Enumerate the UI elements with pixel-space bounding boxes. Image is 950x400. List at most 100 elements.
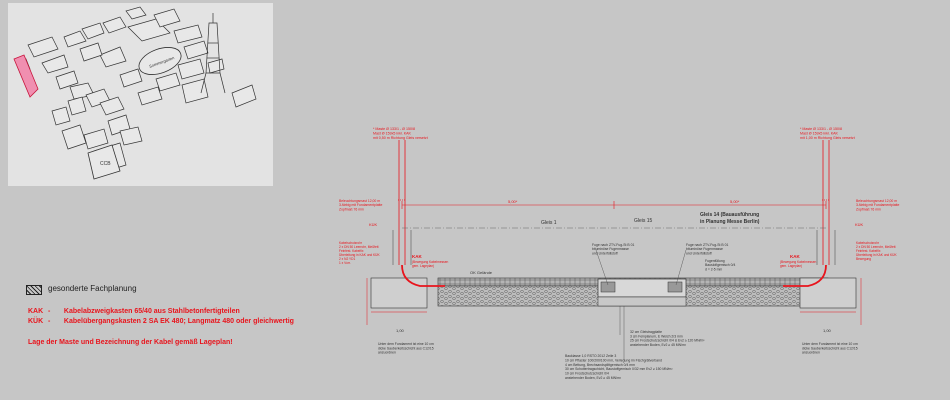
text-line: dicke Sauberkeitsschicht aus C12/15 <box>378 346 434 350</box>
text-line: Kabelschutzrohr <box>856 241 880 245</box>
cable-left <box>401 264 445 287</box>
kak-left-title: KAK <box>412 254 422 259</box>
text-line: Feinfest. Kabelfix <box>856 249 881 253</box>
ccb-building <box>87 144 121 180</box>
text-line: 30 cm Schottertragschicht, Baustoffgemis… <box>565 367 673 371</box>
dimension-left-label: 5,00* <box>508 199 518 204</box>
arena-shape <box>138 47 182 75</box>
text-line: Mast Ø 159x5 inkl. KAK <box>800 132 839 136</box>
text-line: 3-färbig mit Fundamentplatte <box>856 203 899 207</box>
text-line: Beleuchtungsmast 12,00 m <box>856 199 897 203</box>
kuk-left-label: KÜK <box>369 222 378 227</box>
text-line: * Maste Ø 133/1 - Ø 150/8 <box>373 127 415 131</box>
text-line: Überleitung in KAK und KÜK <box>339 253 380 257</box>
rail-right <box>667 281 683 293</box>
legend-entry-kuk: KÜK - Kabelübergangskasten 2 SA EK 480; … <box>28 318 294 325</box>
right-foundation <box>799 277 857 309</box>
radio-tower-shape <box>200 13 226 94</box>
site-plan-inset: Sommergarten CCB <box>8 3 273 186</box>
text-line: Bauklasse 1,0 RSTO 2012 Zeile 3 <box>565 354 616 358</box>
text-line: mit 1,00 m Richtung Gleis versetzt <box>800 136 855 140</box>
ok-ground-label: OK Gelände <box>470 270 493 275</box>
text-line: dicke Sauberkeitsschicht aus C12/15 <box>802 346 858 350</box>
track-1-label: Gleis 1 <box>541 220 557 226</box>
track-15-label: Gleis 15 <box>634 218 653 224</box>
text-line: Bauslofigemisch 0/4 <box>705 263 735 267</box>
text-line: (Bewegung Kabelmessen <box>412 260 449 264</box>
legend-dash: - <box>47 318 51 325</box>
text-line: bituminöse Fugenmasse <box>686 247 723 251</box>
dimension-right-label: 5,00* <box>730 199 740 204</box>
text-line: 1 x Vorr. <box>339 261 351 265</box>
text-line: anzuordnen <box>802 351 820 355</box>
foundation-dims <box>366 278 862 325</box>
legend-code: KAK <box>28 308 44 315</box>
text-line: Feinfest. Kabeifix <box>339 249 364 253</box>
legend-dash: - <box>47 308 51 315</box>
text-line: * Maste Ø 133/1 - Ø 150/8 <box>800 127 842 131</box>
highlighted-area <box>13 54 39 98</box>
text-line: und Unterfüllstoff <box>592 251 618 255</box>
cable-right <box>783 264 827 287</box>
text-line: 2 x DN 50 Leerrohr, Meßfett <box>339 245 379 249</box>
text-line: d = 2-5 mm <box>705 267 722 271</box>
text-line: (Bewegung Kabelmessen <box>780 260 817 264</box>
kak-right-title: KAK <box>790 254 800 259</box>
text-line: Zopfmaß 76 mm <box>339 207 364 211</box>
text-line: mit 0,50 m Richtung Gleis versetzt <box>373 136 428 140</box>
track-14-label-line1: Gleis 14 (Bauausführung <box>700 212 759 218</box>
text-line: gem. Lageplan) <box>412 264 434 268</box>
ccb-label: CCB <box>100 161 111 167</box>
width-left-label: 1,00 <box>396 328 405 333</box>
text-line: 3 cm Feinplanum, E Weich 2/3 mm <box>630 334 683 338</box>
text-line: 10 cm Frostschutzschicht 0/4 <box>565 372 609 376</box>
site-plan-drawing: Sommergarten CCB <box>13 6 257 180</box>
legend-entry-kak: KAK - Kabelabzweigkasten 65/40 aus Stahl… <box>28 308 240 315</box>
legend-note: Lage der Maste und Bezeichnung der Kabel… <box>28 339 233 346</box>
text-line: 4 cm Bettung, Brechsandsplittgemisch 0/4… <box>565 363 635 367</box>
text-line: anzuordnen <box>378 351 396 355</box>
text-line: 3-färbig mit Fundamentplatte <box>339 203 382 207</box>
text-line: Beleuchtungsmast 12,00 m <box>339 199 380 203</box>
text-line: Fuge nach ZTV-Fug-St B 01 <box>592 243 635 247</box>
text-line: anstehender Boden, Ev2 ≥ 45 MN/m² <box>565 376 622 380</box>
hatch-label: gesonderte Fachplanung <box>48 284 137 293</box>
legend-text: Kabelübergangskasten 2 SA EK 480; Langma… <box>63 318 294 325</box>
dimension-line <box>401 201 827 209</box>
width-right-label: 1,00 <box>823 328 832 333</box>
text-line: Mast Ø 159x5 inkl. KAK <box>373 132 412 136</box>
rail-left <box>600 281 616 293</box>
text-line: Zopfmaß 76 mm <box>856 207 881 211</box>
text-line: 2 x DN 50 Leerrohr, Meßfett <box>856 245 896 249</box>
text-line: 25 cm Frostschutzschicht 0/4 & Ev2 ≥ 120… <box>630 339 705 343</box>
track-14-label-line2: in Planung Messe Berlin) <box>700 219 760 225</box>
text-line: Unter dem Fundament ist eine 10 cm <box>802 342 858 346</box>
text-line: anstehender Boden, Ev2 ≥ 45 MN/m² <box>630 343 687 347</box>
